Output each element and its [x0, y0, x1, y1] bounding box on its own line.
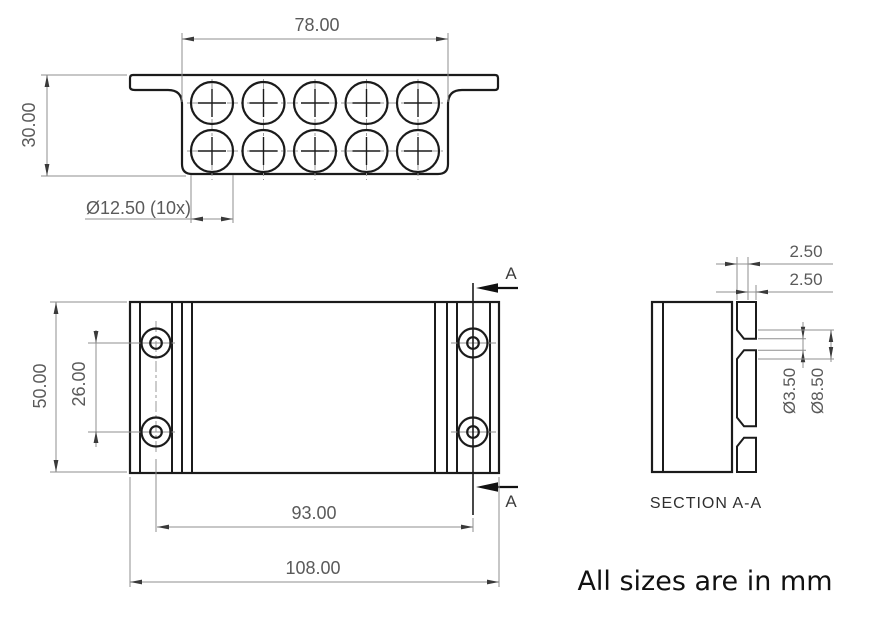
section-title: SECTION A-A — [650, 495, 762, 512]
dim-thickness-inner: 2.50 — [716, 270, 833, 300]
hole-pattern — [189, 80, 441, 174]
dim-top-height: 30.00 — [19, 74, 186, 177]
section-cut-line: A A — [472, 264, 518, 515]
dim-hole-diameter-section-label: Ø3.50 — [780, 368, 799, 414]
top-view: 78.00 30.00 Ø12.50 (10x) — [19, 15, 500, 223]
section-label-bottom: A — [505, 492, 517, 511]
dim-front-height: 50.00 — [30, 301, 127, 473]
center-marks — [198, 89, 432, 165]
part-outline-front — [128, 300, 501, 475]
dim-front-height-label: 50.00 — [30, 363, 50, 408]
units-note: All sizes are in mm — [577, 566, 832, 597]
section-body — [650, 300, 734, 474]
dim-hole-pitch-horizontal-label: 93.00 — [291, 503, 336, 523]
dim-hole-pitch-vertical-label: 26.00 — [69, 361, 89, 406]
dim-hole-pitch-vertical: 26.00 — [69, 330, 99, 447]
dim-top-height-label: 30.00 — [19, 102, 39, 147]
dim-thickness-outer-label: 2.50 — [789, 242, 822, 261]
dim-thickness-outer: 2.50 — [716, 242, 833, 300]
dim-top-width-label: 78.00 — [294, 15, 339, 35]
dim-countersink-diameter-label: Ø8.50 — [808, 368, 827, 414]
dim-thickness-inner-label: 2.50 — [789, 270, 822, 289]
front-view: A A 50.00 26.00 93.00 — [30, 264, 518, 587]
dim-front-width-label: 108.00 — [285, 558, 340, 578]
dim-front-width: 108.00 — [129, 477, 500, 587]
dim-countersink-diameter: Ø8.50 — [758, 329, 834, 414]
dim-hole-diameter-top: Ø12.50 (10x) — [85, 175, 234, 223]
dim-hole-diameter-section: Ø3.50 — [758, 322, 806, 414]
dim-hole-diameter-top-label: Ø12.50 (10x) — [86, 198, 191, 218]
dim-top-width: 78.00 — [181, 15, 449, 102]
section-label-top: A — [505, 264, 517, 283]
dim-hole-pitch-horizontal: 93.00 — [157, 503, 474, 532]
part-outline-top — [128, 73, 500, 176]
section-hatched-rail — [736, 301, 757, 473]
section-view: 2.50 2.50 Ø3.50 Ø8.50 SECTION A-A — [650, 242, 834, 512]
front-edge-lines — [139, 302, 491, 473]
